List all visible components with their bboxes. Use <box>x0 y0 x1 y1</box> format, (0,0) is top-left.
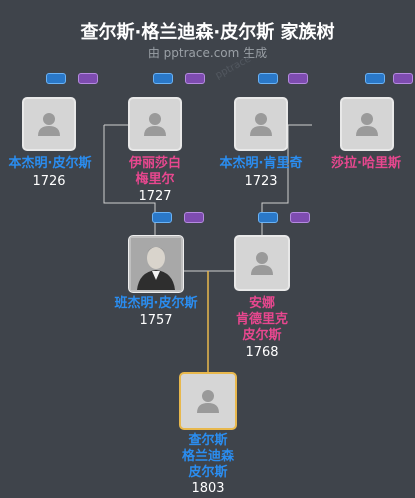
person-card-sarah-harris[interactable] <box>340 97 394 151</box>
person-card-benjamin-kenrick[interactable] <box>234 97 288 151</box>
expand-mother-button[interactable] <box>290 212 310 223</box>
person-name: 安娜 <box>248 296 275 311</box>
person-year: 1768 <box>245 345 279 360</box>
expand-father-button[interactable] <box>152 212 172 223</box>
person-year: 1723 <box>244 174 278 189</box>
person-name: 伊丽莎白 <box>128 156 181 171</box>
person-year: 1727 <box>138 189 172 204</box>
expand-mother-button[interactable] <box>185 73 205 84</box>
person-silhouette-icon <box>251 252 273 275</box>
person-name: 皮尔斯 <box>188 465 228 480</box>
person-card-benjamin-peirce-1757[interactable] <box>128 235 184 293</box>
person-silhouette-icon <box>144 113 166 136</box>
page-subtitle: 由 pptrace.com 生成 <box>147 46 268 60</box>
expand-father-button[interactable] <box>46 73 66 84</box>
person-year: 1757 <box>139 313 173 328</box>
portrait-photo <box>131 238 181 290</box>
person-name: 本杰明·肯里奇 <box>219 156 303 171</box>
person-card-benjamin-peirce-1726[interactable] <box>22 97 76 151</box>
person-name: 查尔斯 <box>188 433 228 448</box>
person-silhouette-icon <box>38 113 60 136</box>
person-silhouette-icon <box>250 113 272 136</box>
expand-mother-button[interactable] <box>78 73 98 84</box>
expand-mother-button[interactable] <box>288 73 308 84</box>
person-card-anna-kendrick-peirce[interactable] <box>234 235 290 291</box>
person-silhouette-icon <box>197 390 219 413</box>
person-year: 1726 <box>32 174 66 189</box>
person-card-charles-grandison-peirce[interactable] <box>179 372 237 430</box>
expand-father-button[interactable] <box>258 212 278 223</box>
expand-mother-button[interactable] <box>393 73 413 84</box>
person-name: 肯德里克 <box>235 312 288 327</box>
person-name: 班杰明·皮尔斯 <box>114 296 198 311</box>
expand-father-button[interactable] <box>258 73 278 84</box>
person-silhouette-icon <box>356 113 378 136</box>
person-year: 1803 <box>191 481 225 496</box>
person-name: 梅里尔 <box>135 172 175 187</box>
person-name: 本杰明·皮尔斯 <box>8 156 92 171</box>
expand-father-button[interactable] <box>365 73 385 84</box>
expand-mother-button[interactable] <box>184 212 204 223</box>
person-card-elizabeth-merrill[interactable] <box>128 97 182 151</box>
expand-father-button[interactable] <box>153 73 173 84</box>
person-name: 莎拉·哈里斯 <box>331 156 401 171</box>
page-title: 查尔斯·格兰迪森·皮尔斯 家族树 <box>80 22 335 43</box>
person-name: 格兰迪森 <box>181 449 234 464</box>
person-name: 皮尔斯 <box>242 328 282 343</box>
